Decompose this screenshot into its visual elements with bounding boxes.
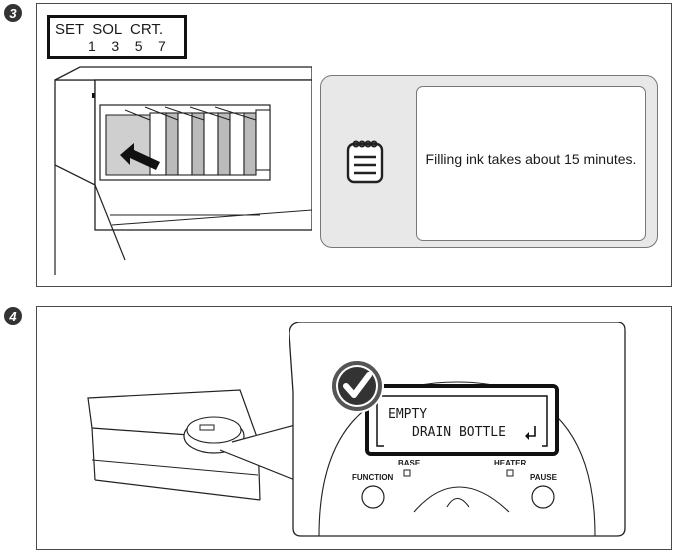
checkmark-icon bbox=[330, 359, 384, 413]
heater-indicator-label: HEATER bbox=[494, 459, 527, 465]
note-callout: Filling ink takes about 15 minutes. bbox=[320, 75, 658, 248]
step-3-badge: 3 bbox=[4, 4, 22, 22]
base-indicator-label: BASE bbox=[398, 459, 421, 465]
lcd-display-step4: EMPTY DRAIN BOTTLE bbox=[384, 405, 542, 447]
ink-cartridge-illustration bbox=[54, 66, 312, 275]
lcd-row-2: DRAIN BOTTLE bbox=[412, 425, 506, 440]
function-button[interactable] bbox=[362, 486, 386, 510]
step-4-number: 4 bbox=[8, 309, 17, 324]
note-text-box: Filling ink takes about 15 minutes. bbox=[416, 86, 646, 241]
enter-arrow-icon bbox=[525, 426, 536, 440]
note-text: Filling ink takes about 15 minutes. bbox=[425, 151, 637, 167]
lcd-display-step3: SET SOL CRT. 1 3 5 7 bbox=[47, 15, 187, 59]
pause-button[interactable] bbox=[532, 486, 556, 510]
step-4-badge: 4 bbox=[4, 307, 22, 325]
notepad-icon bbox=[346, 140, 384, 184]
lcd-row-1: SET SOL CRT. bbox=[55, 21, 164, 38]
lcd-row-2: 1 3 5 7 bbox=[88, 38, 166, 54]
function-button-label: FUNCTION bbox=[352, 473, 394, 482]
pause-button-label: PAUSE bbox=[530, 473, 557, 482]
lcd-row-1: EMPTY bbox=[388, 407, 428, 422]
step-3-number: 3 bbox=[9, 6, 17, 21]
printer-panel-illustration bbox=[87, 389, 296, 501]
